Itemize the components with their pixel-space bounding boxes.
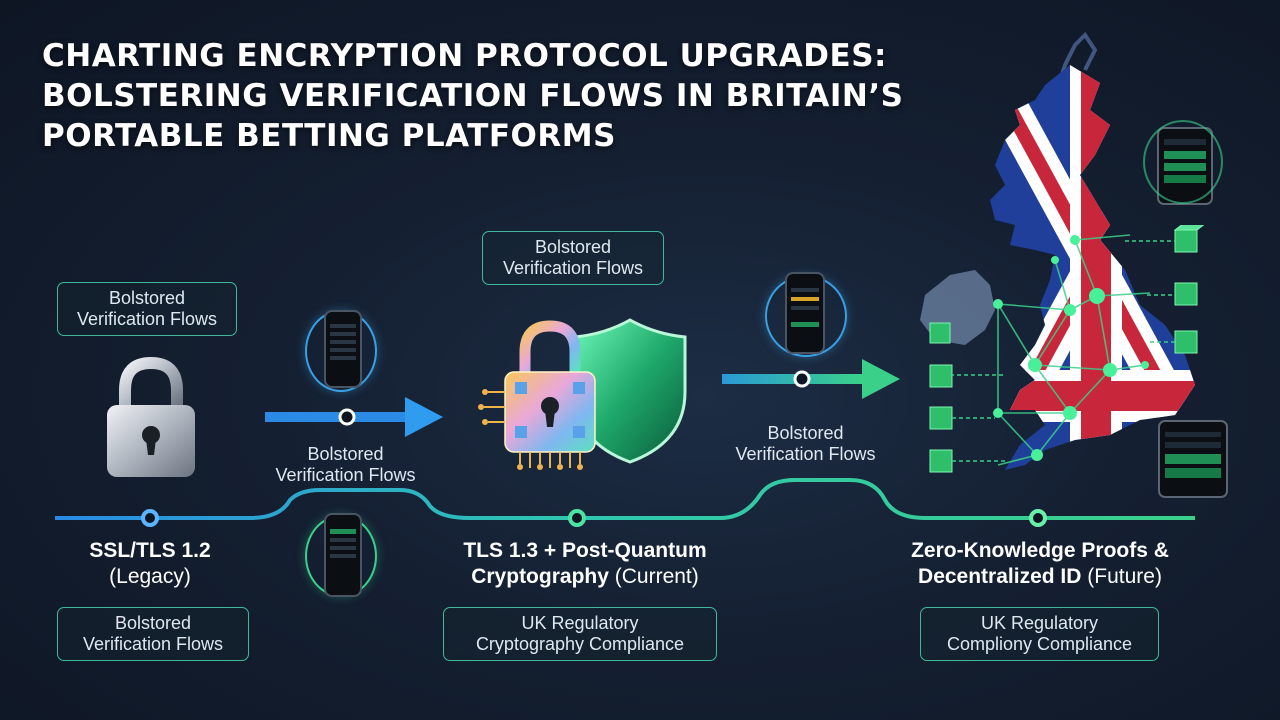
stage-status: (Current)	[614, 565, 699, 588]
caption-line: Bolstored	[767, 423, 844, 443]
label-line: UK Regulatory	[980, 613, 1099, 633]
label-line: Compliony Compliance	[946, 634, 1133, 654]
label-box-top-left: Bolstored Verification Flows	[57, 282, 237, 336]
chip-padlock-icon	[478, 318, 687, 470]
stage-title-2: Decentralized ID	[918, 565, 1082, 588]
stage-legacy: SSL/TLS 1.2 (Legacy)	[40, 538, 260, 590]
label-line: Verification Flows	[82, 634, 224, 654]
timeline-line	[55, 478, 1195, 527]
arrow-icon	[265, 397, 443, 437]
label-line: Verification Flows	[76, 309, 218, 329]
padlock-icon	[107, 356, 195, 477]
label-line: Bolstored	[108, 288, 186, 308]
stage-status: (Future)	[1087, 565, 1162, 588]
title-line-3: PORTABLE BETTING PLATFORMS	[42, 118, 616, 154]
timeline-node	[568, 509, 586, 527]
stage-title: Zero-Knowledge Proofs &	[911, 539, 1169, 562]
timeline-node	[141, 509, 159, 527]
page-title: CHARTING ENCRYPTION PROTOCOL UPGRADES: B…	[42, 36, 903, 156]
caption-line: Verification Flows	[735, 444, 876, 464]
label-box-bottom-right: UK Regulatory Compliony Compliance	[920, 607, 1159, 661]
stage-title: TLS 1.3 + Post-Quantum	[463, 539, 707, 562]
tablet-ring	[1143, 120, 1223, 204]
smartphone-icon	[324, 310, 362, 388]
label-box-top-center: Bolstored Verification Flows	[482, 231, 664, 285]
arrow-caption-2: Bolstored Verification Flows	[718, 423, 893, 465]
caption-line: Bolstored	[307, 444, 384, 464]
arrow-icon	[722, 359, 900, 399]
cube-cluster	[929, 225, 1205, 473]
stage-future: Zero-Knowledge Proofs & Decentralized ID…	[880, 538, 1200, 590]
smartphone-icon	[324, 513, 362, 597]
uk-map	[920, 31, 1195, 470]
tablet-icon	[1158, 420, 1228, 498]
arrow-caption-1: Bolstored Verification Flows	[258, 444, 433, 486]
timeline-node	[1029, 509, 1047, 527]
label-line: Bolstored	[534, 237, 612, 257]
label-box-bottom-left: Bolstored Verification Flows	[57, 607, 249, 661]
label-line: Verification Flows	[502, 258, 644, 278]
shield-icon	[573, 318, 687, 464]
stage-current: TLS 1.3 + Post-Quantum Cryptography (Cur…	[425, 538, 745, 590]
title-line-2: BOLSTERING VERIFICATION FLOWS IN BRITAIN…	[42, 78, 904, 114]
label-line: Bolstored	[114, 613, 192, 633]
label-box-bottom-center: UK Regulatory Cryptography Compliance	[443, 607, 717, 661]
stage-title: SSL/TLS 1.2	[89, 539, 211, 562]
stage-status: (Legacy)	[109, 565, 191, 588]
stage-title-2: Cryptography	[471, 565, 609, 588]
caption-line: Verification Flows	[275, 465, 416, 485]
title-line-1: CHARTING ENCRYPTION PROTOCOL UPGRADES:	[42, 38, 887, 74]
cube-icon	[1173, 225, 1205, 253]
smartphone-icon	[785, 272, 825, 354]
label-line: UK Regulatory	[521, 613, 639, 633]
label-line: Cryptography Compliance	[475, 634, 685, 654]
